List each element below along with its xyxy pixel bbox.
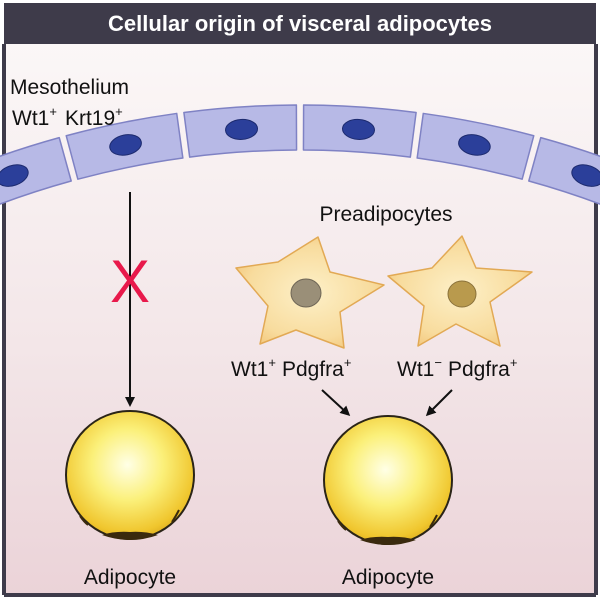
mesothelium-marker-krt19: Krt19	[65, 107, 115, 130]
preadipocyte-2-marker-wt1: Wt1	[397, 358, 434, 381]
mesothelial-cell	[528, 136, 600, 205]
mesothelial-nucleus	[225, 118, 258, 140]
adipocyte-right-label: Adipocyte	[342, 566, 434, 589]
mesothelium-marker-wt1: Wt1	[12, 107, 49, 130]
preadipocyte-1-nucleus	[290, 278, 322, 308]
mesothelial-nucleus	[109, 134, 142, 156]
preadipocyte-1-marker-wt1: Wt1	[231, 358, 268, 381]
mesothelium-marker-krt19-sup: +	[115, 104, 123, 119]
preadipocyte-2-markers: Wt1−Pdgfra+	[397, 355, 517, 381]
blocked-x-mark: X	[110, 248, 150, 315]
preadipocyte-2-nucleus	[447, 280, 477, 308]
mesothelial-nucleus	[458, 134, 491, 156]
adipocyte-right-body	[323, 415, 453, 545]
adipocyte-left-label: Adipocyte	[84, 566, 176, 589]
preadipocyte-1-to-adipocyte-arrow	[321, 389, 351, 417]
preadipocyte-1-marker-pdgfra: Pdgfra	[282, 358, 344, 381]
mesothelium-label: Mesothelium	[10, 76, 129, 99]
preadipocyte-2-to-adipocyte-arrow	[425, 389, 453, 417]
adipocyte-right-nucleus	[360, 536, 416, 545]
mesothelial-nucleus	[571, 164, 600, 187]
adipocyte-right	[323, 415, 453, 545]
adipocyte-left-nucleus	[102, 531, 158, 540]
preadipocyte-1-marker-wt1-sup: +	[268, 355, 276, 370]
preadipocyte-2-marker-wt1-sup: −	[434, 355, 442, 370]
title: Cellular origin of visceral adipocytes	[108, 11, 492, 36]
title-bar	[4, 3, 596, 44]
mesothelial-nucleus	[0, 164, 29, 187]
adipocyte-left-membrane-mark	[79, 515, 89, 526]
mesothelium-marker-wt1-sup: +	[49, 104, 57, 119]
preadipocyte-2-marker-pdgfra: Pdgfra	[448, 358, 510, 381]
adipocyte-left-membrane-mark-2	[171, 509, 180, 523]
adipocyte-left-body	[65, 410, 195, 540]
preadipocytes-label: Preadipocytes	[319, 203, 452, 226]
preadipocyte-2-marker-pdgfra-sup: +	[510, 355, 518, 370]
preadipocyte-1-marker-pdgfra-sup: +	[344, 355, 352, 370]
adipocyte-left	[65, 410, 195, 540]
mesothelium-layer	[0, 104, 600, 205]
mesothelial-cell	[0, 136, 72, 205]
adipocyte-right-membrane-mark-2	[429, 514, 438, 528]
preadipocyte-1-markers: Wt1+Pdgfra+	[231, 355, 351, 381]
adipocyte-right-membrane-mark	[337, 520, 347, 531]
mesothelium-markers: Wt1+Krt19+	[12, 104, 123, 130]
mesothelial-nucleus	[342, 118, 375, 140]
